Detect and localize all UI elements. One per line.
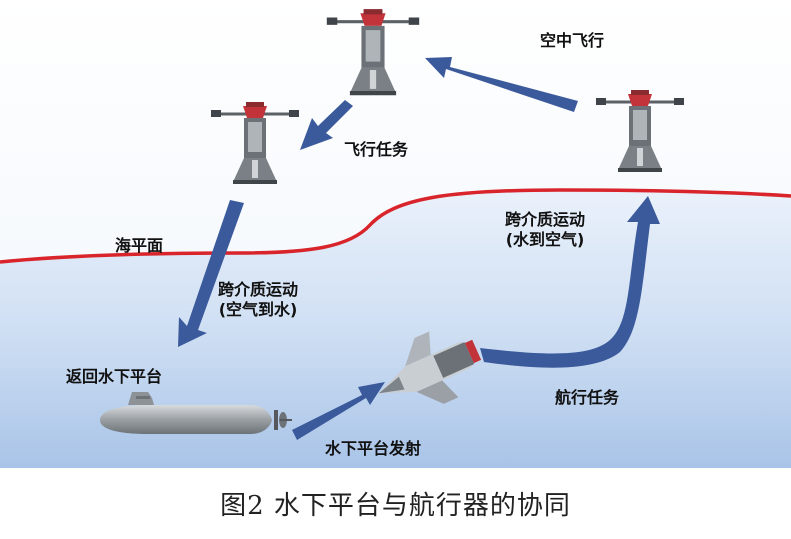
label-sail-mission: 航行任务 [555,388,620,407]
label-cross-medium-down-line2: (空气到水) [218,300,298,319]
arrow-flight-mission [300,100,353,150]
water-body [0,190,791,468]
label-platform-launch: 水下平台发射 [325,439,422,458]
label-cross-medium-up-line1: 跨介质运动 [505,210,586,229]
arrow-ascent [480,196,660,368]
diagram-scene: 空中飞行 飞行任务 海平面 跨介质运动 (空气到水) 跨介质运动 (水到空气) … [0,0,791,468]
sea-level-line [0,188,791,264]
vehicle-icon [378,331,482,404]
submarine-icon [100,392,292,434]
diagram-canvas [0,0,791,468]
figure-caption: 图2 水下平台与航行器的协同 [220,491,571,521]
arrow-launch [292,382,385,440]
label-sea-level: 海平面 [115,236,164,255]
label-cross-medium-down-line1: 跨介质运动 [218,280,299,299]
arrow-air-flight [425,57,578,112]
label-cross-medium-air-to-water: 跨介质运动 (空气到水) [218,280,298,320]
label-air-flight: 空中飞行 [540,31,605,50]
arrow-descent [178,200,244,347]
label-cross-medium-water-to-air: 跨介质运动 (水到空气) [505,210,585,250]
label-flight-mission: 飞行任务 [344,140,409,159]
label-return-platform: 返回水下平台 [66,367,163,386]
label-cross-medium-up-line2: (水到空气) [505,230,585,249]
